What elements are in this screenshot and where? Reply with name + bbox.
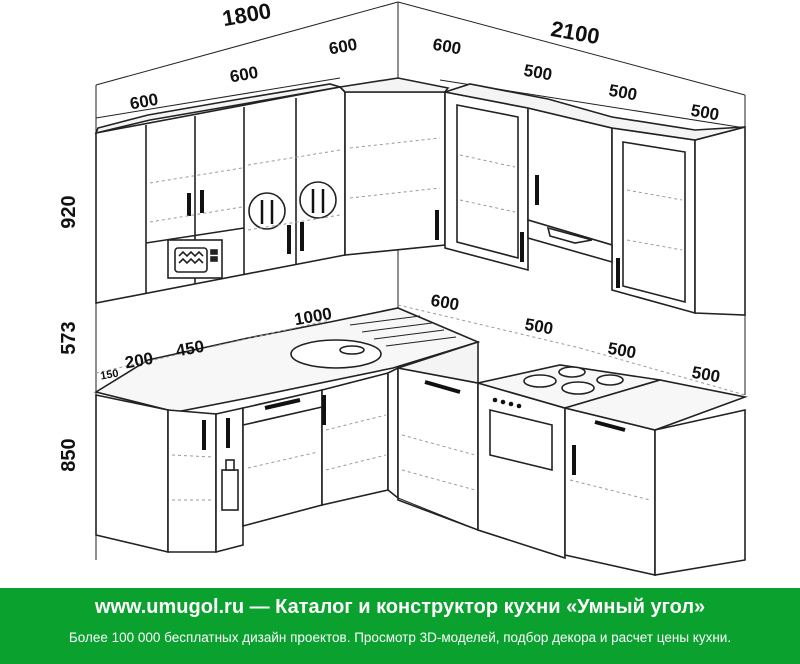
dim-upper-left-2: 600 xyxy=(228,63,259,87)
base-cabinets-right xyxy=(397,340,748,576)
kitchen-diagram: 1800 2100 600 600 600 600 500 500 500 92… xyxy=(58,0,748,576)
dim-base-500-b: 500 xyxy=(606,339,637,363)
dim-base-200: 200 xyxy=(123,349,154,373)
upper-corner-cabinet xyxy=(338,77,450,256)
shelf-lines-base-right xyxy=(401,434,651,501)
footer-title[interactable]: www.umugol.ru — Каталог и конструктор ку… xyxy=(94,596,706,618)
dimension-labels: 1800 2100 600 600 600 600 500 500 500 92… xyxy=(58,0,722,472)
dim-upper-left-1: 600 xyxy=(128,90,159,114)
stove-burners xyxy=(523,366,624,395)
dim-base-500-c: 500 xyxy=(690,363,721,387)
dim-upper-right-2: 500 xyxy=(607,81,638,105)
dim-base-500-a: 500 xyxy=(523,315,554,339)
door-handles-upper-left xyxy=(187,190,304,254)
countertop-left xyxy=(93,307,481,413)
dim-upper-right-1: 500 xyxy=(522,61,553,85)
door-handles-base-right xyxy=(424,380,626,475)
cutlery-icon xyxy=(260,189,325,224)
countertop-groove-lines xyxy=(349,315,457,347)
footer-banner: www.umugol.ru — Каталог и конструктор ку… xyxy=(0,588,800,664)
footer-subtitle: Более 100 000 бесплатных дизайн проектов… xyxy=(68,630,732,645)
dim-height-gap: 573 xyxy=(58,321,80,354)
dim-base-600: 600 xyxy=(429,291,460,315)
dim-top-left-total: 1800 xyxy=(220,0,273,31)
shelf-lines-base-left xyxy=(171,414,387,501)
dim-base-150: 150 xyxy=(99,368,119,383)
dim-upper-corner-left: 600 xyxy=(327,35,358,59)
door-handles-base-left xyxy=(202,395,326,450)
stove-knobs xyxy=(492,397,522,409)
plinth-line xyxy=(95,497,479,560)
upper-cabinets-left xyxy=(94,83,346,304)
countertop-dashes xyxy=(95,304,746,396)
dim-height-base: 850 xyxy=(58,438,80,471)
upper-cabinets-right xyxy=(444,83,746,316)
door-handles-upper-right xyxy=(520,175,620,288)
base-cabinets-left xyxy=(95,366,399,554)
dim-upper-corner-right: 600 xyxy=(431,35,462,59)
dim-base-450: 450 xyxy=(174,337,205,361)
dim-upper-right-3: 500 xyxy=(689,101,720,125)
dim-height-upper: 920 xyxy=(58,195,80,228)
